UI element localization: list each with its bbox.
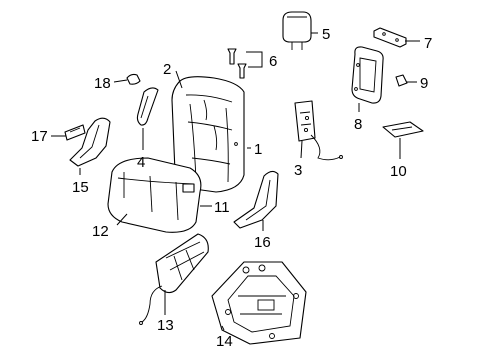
bracket-part [373, 27, 407, 48]
callout-5: 5 [322, 26, 330, 43]
callout-13: 13 [157, 317, 174, 334]
leader-lines [51, 32, 420, 331]
callout-15: 15 [72, 179, 89, 196]
support-plate-part [382, 121, 424, 138]
outer-side-shield-part [69, 117, 111, 167]
callout-10: 10 [390, 163, 407, 180]
callout-4: 4 [137, 154, 145, 171]
callout-1: 1 [254, 141, 262, 158]
side-trim-strip-part [136, 87, 159, 126]
callout-9: 9 [420, 75, 428, 92]
callouts: 1 2 3 4 5 6 7 8 9 10 11 12 13 14 15 16 1… [31, 26, 432, 350]
heater-pad-part [139, 233, 209, 325]
switch-part [64, 124, 86, 141]
callout-11: 11 [214, 199, 230, 216]
callout-18: 18 [94, 75, 111, 92]
knob-part [126, 73, 141, 85]
seat-cushion-part [107, 157, 202, 233]
callout-2: 2 [163, 61, 171, 78]
callout-12: 12 [92, 223, 109, 240]
headrest-part [282, 11, 312, 50]
callout-16: 16 [254, 234, 271, 251]
callout-14: 14 [216, 333, 233, 350]
callout-6: 6 [269, 53, 277, 70]
callout-17: 17 [31, 128, 48, 145]
callout-8: 8 [354, 116, 362, 133]
clip-part [395, 74, 408, 87]
callout-7: 7 [424, 35, 432, 52]
inner-side-shield-part [233, 170, 279, 229]
headrest-guides-part [227, 48, 247, 79]
seat-frame-part [211, 261, 307, 345]
back-panel-part [351, 46, 384, 104]
lumbar-support-part [294, 100, 343, 161]
callout-3: 3 [294, 162, 302, 179]
